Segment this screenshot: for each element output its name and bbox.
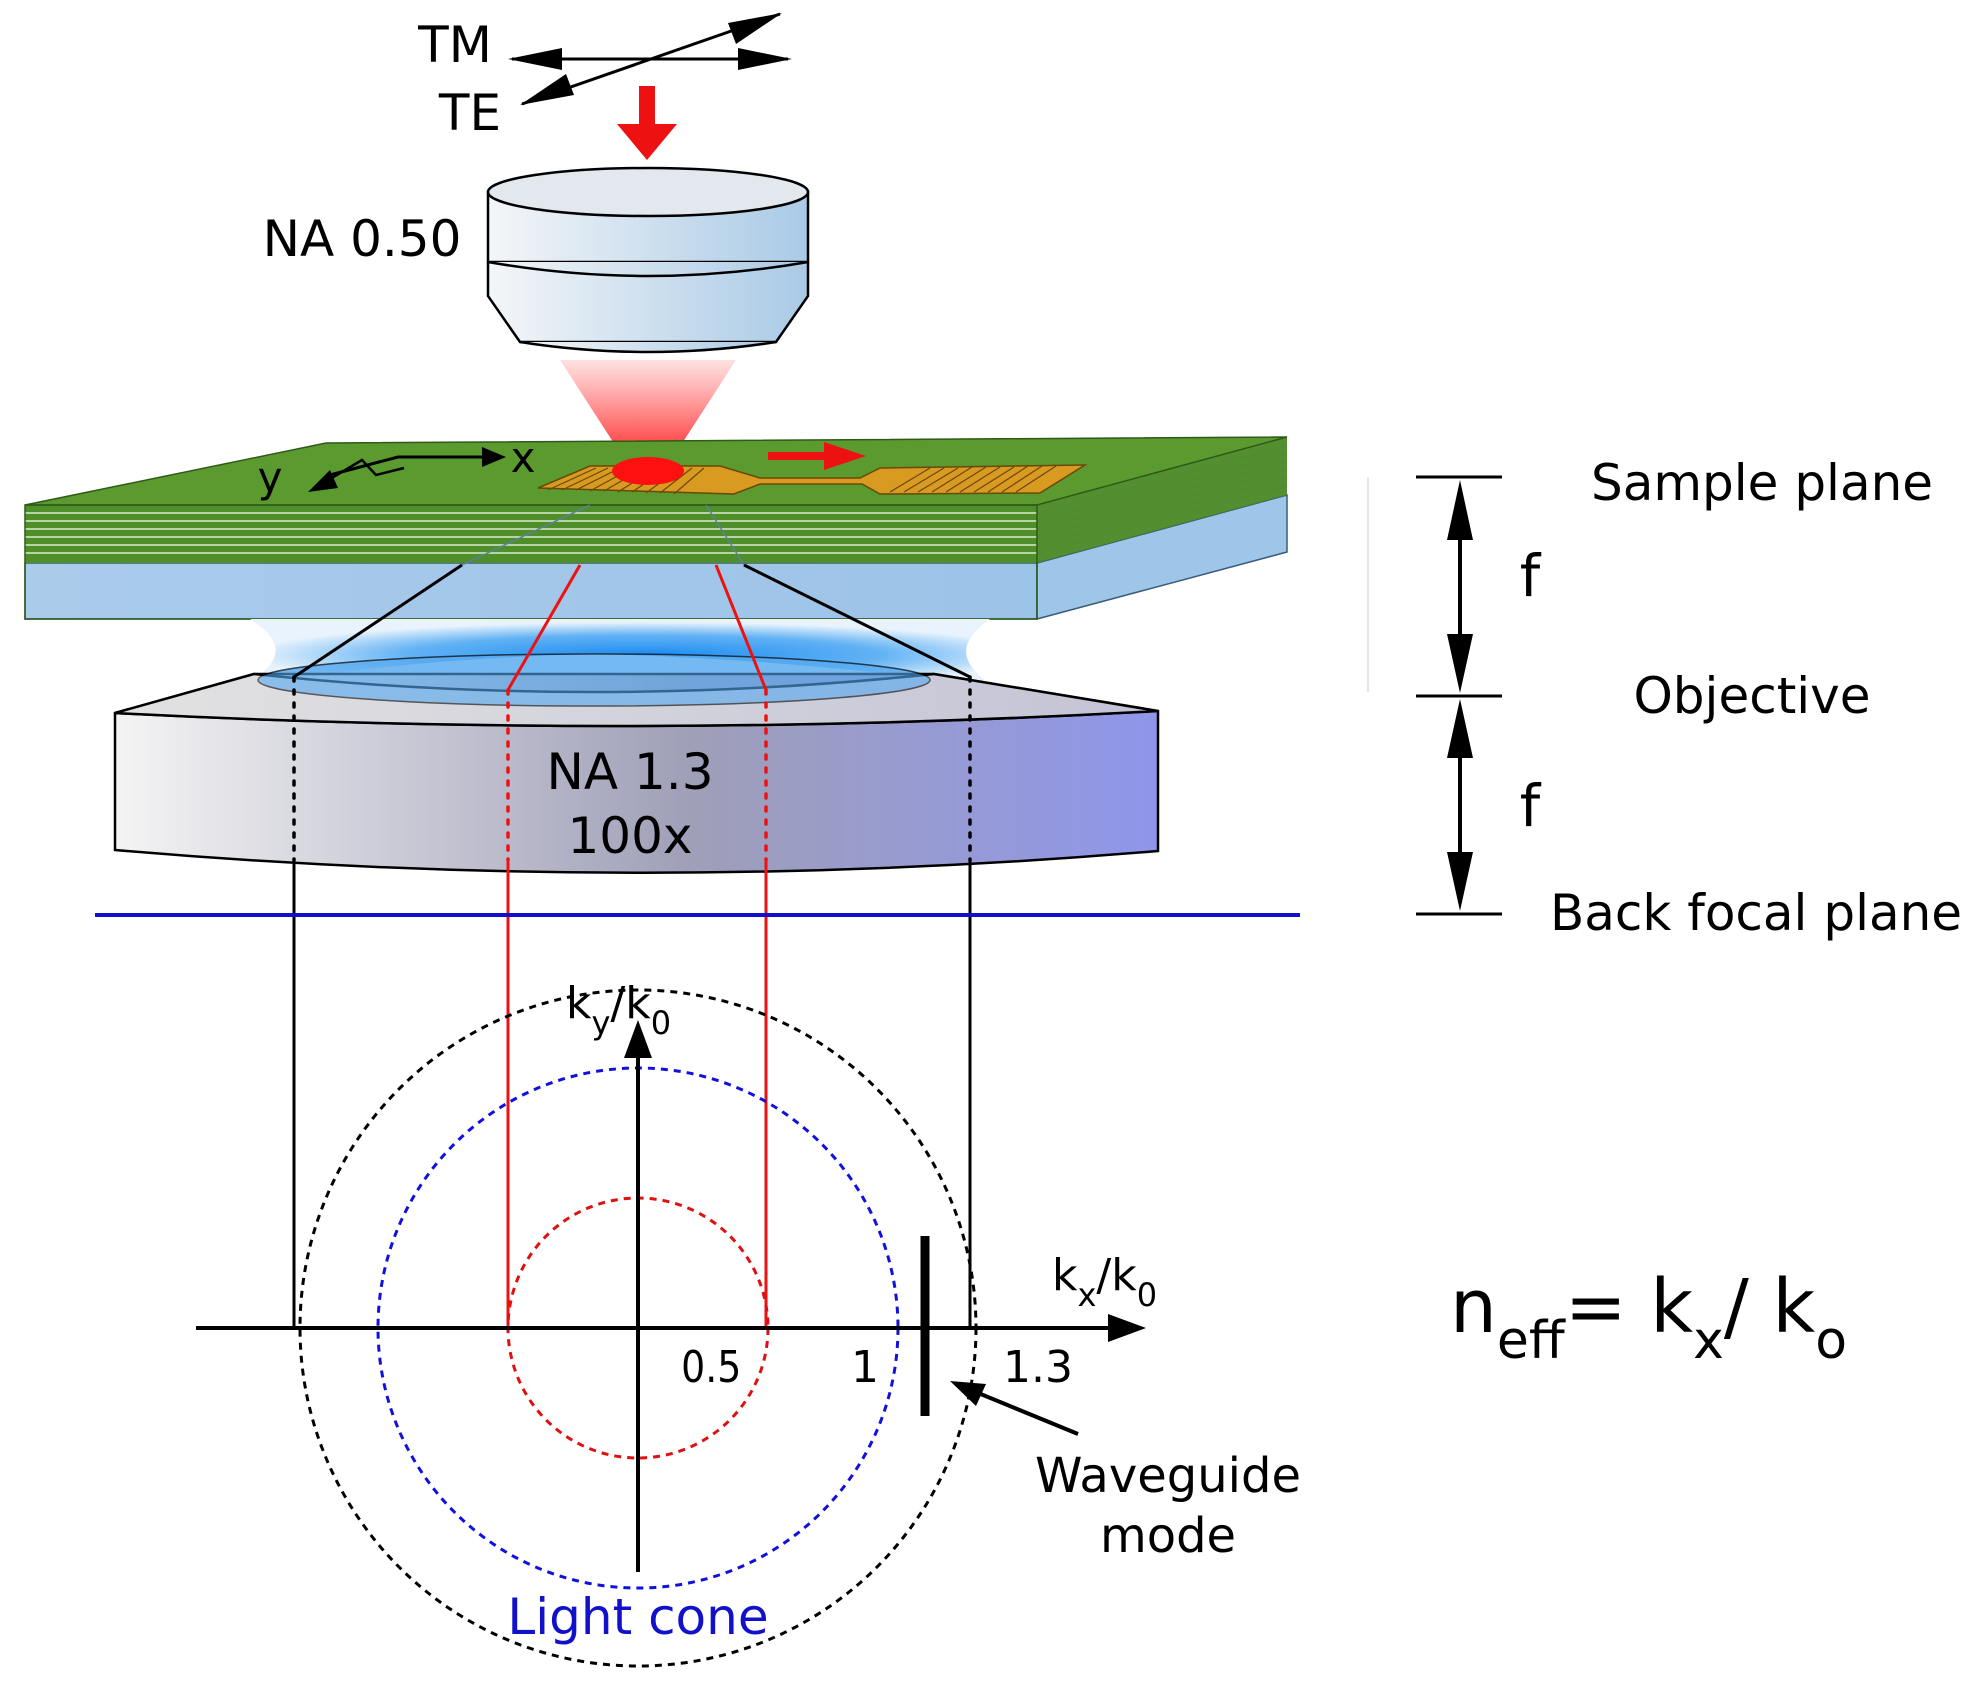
light-cone-label: Light cone [507,1588,768,1646]
kx-axis-label: kx/k0 [1052,1250,1157,1314]
main-objective-magnification-label: 100x [567,807,692,865]
tick-label-1: 1 [851,1342,879,1393]
laser-focus-cone [560,360,736,462]
main-objective-na-label: NA 1.3 [546,743,713,801]
tick-label-0-5: 0.5 [681,1341,741,1392]
kspace-axes [196,1020,1146,1572]
sample-axis-x-label: x [511,433,536,482]
focal-length-upper-label: f [1520,542,1542,610]
effective-index-equation: neff= kx/ ko [1450,1264,1847,1371]
waveguide-label-line1: Waveguide [1035,1448,1301,1504]
top-objective-na-label: NA 0.50 [263,210,462,268]
objective-plane-label: Objective [1633,667,1870,725]
laser-input-arrow [617,86,677,160]
sample-slab [24,436,1288,620]
focal-distance-annotation [1367,475,1502,916]
rays-objective-dotted [292,675,972,862]
tm-label: TM [417,16,492,74]
top-objective: NA 0.50 [263,166,810,354]
waveguide-pointer-arrow [950,1381,1079,1436]
ky-axis-label: ky/k0 [566,978,671,1042]
propagation-arrow [768,442,866,470]
main-objective: NA 1.3 100x [113,653,1160,874]
rays-to-bfp [292,860,972,1328]
back-focal-plane-label: Back focal plane [1550,884,1962,942]
sample-axis-y-label: y [258,453,283,502]
sample-plane-label: Sample plane [1591,454,1933,512]
laser-spot [612,457,684,485]
te-label: TE [438,84,501,142]
waveguide-label-line2: mode [1100,1508,1236,1564]
polarization-arrows: TM TE [417,12,792,142]
rays-oil [293,504,971,691]
tick-label-1-3: 1.3 [1003,1342,1073,1393]
focal-length-lower-label: f [1520,772,1542,840]
sample-axes: x y [258,433,536,502]
